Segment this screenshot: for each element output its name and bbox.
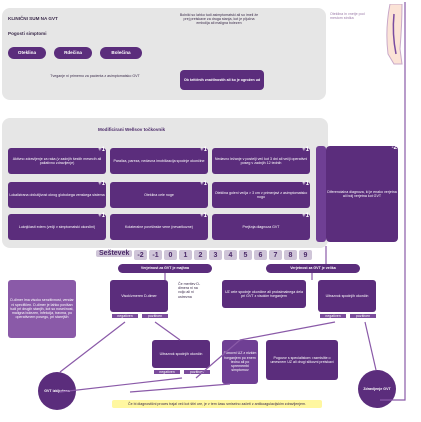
score-value: 8 (284, 250, 297, 260)
us-middle-box: Ultrazvok spodnjih okončin (152, 340, 210, 368)
wells-item-bedridden: Nedavno ležanje v postelji več kot 3 dni… (212, 147, 310, 174)
score-value: 0 (164, 250, 177, 260)
pill-rdecina: Rdečina (54, 47, 92, 59)
dvt-treatment-circle: Zdravljenje GVT (358, 370, 396, 408)
us-right-negative: negativen (320, 314, 346, 319)
us-right-positive: pozitiven (350, 314, 376, 319)
us-middle-positive: pozitiven (184, 370, 210, 375)
footer-note: Če bi diagnostični proces trajal več kot… (112, 400, 322, 409)
wells-item-collateral-veins: Kolateralne površinske vene (nevarikozne… (110, 213, 208, 240)
score-value: 1 (179, 250, 192, 260)
us-right-box: Ultrazvok spodnjih okončin (318, 280, 376, 312)
symptoms-heading: KLINIČNI SUM NA GVT (8, 16, 58, 21)
wells-title: Modificirani Wellsov točkovnik (98, 127, 166, 132)
ddimer-info: D-dimer ima visoko senzitivnost, vendar … (8, 280, 76, 338)
wells-item-alt-diagnosis (316, 146, 326, 242)
pill-bolecina: Bolečina (100, 47, 142, 59)
wells-item-tenderness: Lokalizirana občutljivost okrog globokeg… (8, 181, 106, 208)
score-value: 5 (239, 250, 252, 260)
score-value: -1 (149, 250, 162, 260)
score-value: 9 (299, 250, 312, 260)
left-note: Tveganje ni primerno za pacienta z asimp… (50, 74, 140, 78)
score-scale: -2 -1 0 1 2 3 4 5 6 7 8 9 (134, 250, 312, 260)
ddimer-positive: pozitiven (142, 314, 168, 319)
symptoms-subheading: Pogosti simptomi (8, 31, 47, 36)
repeat-us-box: UZ cele spodnje okončine ali proksimalne… (222, 280, 306, 308)
leg-illustration (386, 4, 403, 65)
critical-features-box: Ob kritičnih značilnostih ali ko je ogro… (180, 70, 264, 90)
score-value: 2 (194, 250, 207, 260)
wells-item-pitting-edema: Luknjičasti edem (večji v simptomatski o… (8, 213, 106, 240)
score-value: -2 (134, 250, 147, 260)
score-label: Seštevek (96, 250, 133, 258)
unlikely-pill: Verjetnost za GVT je majhna (118, 264, 212, 273)
after-week-box: Ponovni UZ z nizkim tveganjem po enem te… (222, 340, 258, 384)
ddimer-box: Visok/zmeren D-dimer (110, 280, 168, 312)
score-value: 6 (254, 250, 267, 260)
asymptomatic-note: Bolniki so lahko tudi asimptomatski ali … (179, 13, 259, 26)
likely-pill: Verjetnost za GVT je velika (266, 264, 360, 273)
wells-item-paralysis: Paraliza, pareza, nedavna imobilizacija … (110, 147, 208, 174)
score-value: 3 (209, 250, 222, 260)
us-middle-negative: negativen (154, 370, 180, 375)
specialist-box: Pogovor s specialistom: razmislite o ume… (266, 340, 338, 380)
wells-item-cancer: Aktivno zdravljenje za raka (v zadnjih š… (8, 147, 106, 174)
wells-item-calf-swelling: Oteklina goleni večja > 3 cm v primerjav… (212, 181, 310, 208)
score-value: 4 (224, 250, 237, 260)
wells-item-alt-diagnosis-box: Diferencialna diagnoza, ki je enako verj… (326, 145, 398, 242)
wells-item-leg-swelling: Oteklina cele noge+1 (110, 181, 208, 208)
wells-item-previous-dvt: Prejšnja diagnoza GVT+1 (212, 213, 310, 240)
pill-oteklina: Oteklina (8, 47, 46, 59)
no-ddimer-note: Če meritev D-dimera ni na voljo ali ni u… (178, 282, 201, 299)
score-value: 7 (269, 250, 282, 260)
ddimer-negative: negativen (112, 314, 138, 319)
leg-annotation: Oteklina in vnetje pod mestom strdka (330, 12, 365, 21)
